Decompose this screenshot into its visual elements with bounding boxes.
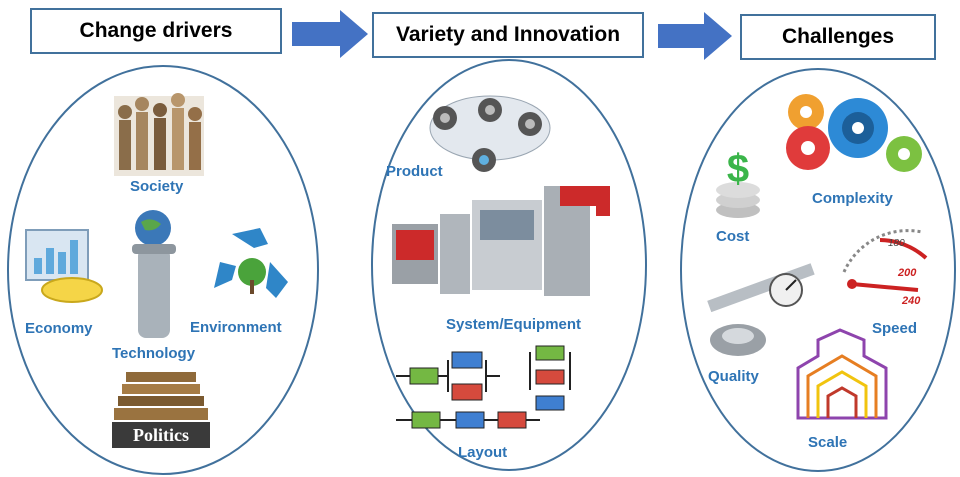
crowd-icon — [114, 93, 204, 176]
robot-hand-globe-icon — [132, 210, 176, 338]
gears-icon — [786, 94, 922, 172]
arrow-right-icon — [658, 12, 732, 60]
dollar-icon: $ — [716, 147, 760, 218]
header-challenges: Challenges — [740, 14, 936, 60]
economy-chart-icon — [25, 229, 103, 303]
speed-tick-label: 200 — [897, 267, 917, 279]
manufacturing-system-icon — [392, 186, 610, 296]
politics-book-label: Politics — [133, 425, 189, 445]
label-complexity: Complexity — [812, 190, 893, 207]
challenges-ellipse — [680, 68, 956, 472]
recycle-icon — [214, 228, 288, 298]
caliper-icon — [707, 263, 815, 356]
arrow-right-icon — [292, 10, 368, 58]
politics-books-icon — [112, 372, 210, 448]
header-variety-innovation: Variety and Innovation — [372, 12, 644, 58]
label-environment: Environment — [190, 319, 282, 336]
label-system-equipment: System/Equipment — [446, 316, 582, 333]
speed-tick-label: 240 — [901, 295, 921, 307]
label-product: Product — [386, 163, 443, 180]
label-cost: Cost — [716, 228, 750, 245]
label-technology: Technology — [112, 345, 196, 362]
label-quality: Quality — [708, 368, 759, 385]
label-society: Society — [130, 178, 184, 195]
change-drivers-ellipse — [7, 65, 319, 475]
label-scale: Scale — [808, 434, 848, 451]
svg-text:$: $ — [727, 147, 749, 191]
variety-ellipse — [371, 59, 647, 471]
house-scale-icon — [796, 328, 888, 420]
speedometer-icon — [842, 229, 928, 292]
label-economy: Economy — [25, 320, 93, 337]
machine-parts-icon — [429, 95, 551, 172]
label-layout: Layout — [458, 444, 508, 461]
header-change-drivers: Change drivers — [30, 8, 282, 54]
label-speed: Speed — [872, 320, 918, 337]
speed-tick-label: 180 — [888, 238, 905, 249]
layout-blocks-icon — [396, 345, 571, 429]
